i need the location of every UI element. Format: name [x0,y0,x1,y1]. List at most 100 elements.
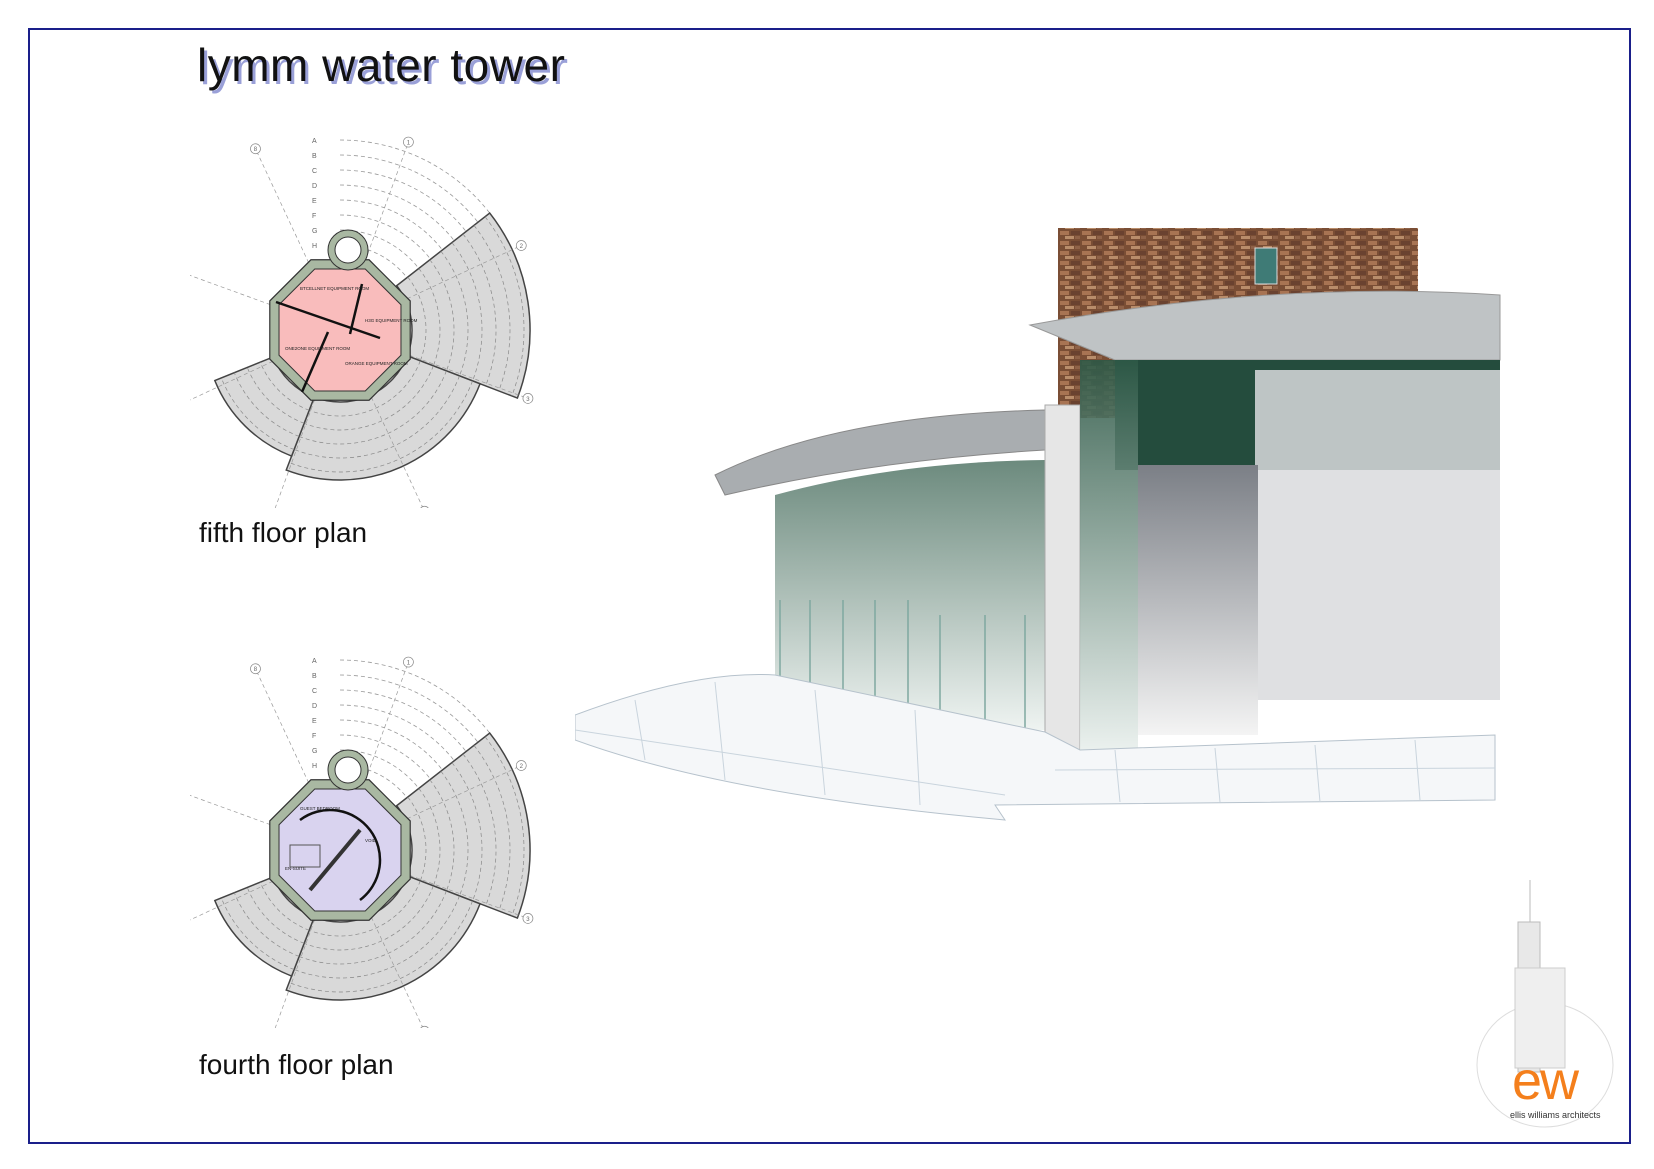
room-label: ORANGE EQUIPMENT ROOM [345,361,408,366]
deck-gridline [304,885,434,951]
grid-radial-label: 8 [254,667,258,673]
deck-gridline [294,375,460,459]
grid-ring-label: D [312,703,317,710]
deck-gridline [418,788,441,886]
deck-gridline [473,745,511,912]
logo-company-name: ellis williams architects [1510,1110,1601,1120]
grid-radial [274,386,320,508]
deck-gridline [220,897,295,970]
stone-core [1138,465,1258,735]
grid-ring-label: B [312,673,317,680]
deck-gridline [259,362,310,411]
deck-gridline [304,365,434,431]
tower-window [1254,247,1278,285]
grid-bubble [515,760,527,771]
partition-wall [275,300,381,340]
deck-gridline [233,372,300,437]
grid-radial [190,275,284,310]
grid-radial-label: 1 [407,661,411,667]
grid-radial [255,668,315,796]
grid-radial [396,870,529,919]
logo-tower-sketch [1476,880,1614,1128]
grid-bubble [250,663,261,675]
deck-gridline [299,370,447,445]
grid-ring-label: A [312,138,317,145]
grid-ring-label: H [312,763,317,770]
deck-gridline [407,276,427,361]
deck-gridline [484,216,525,397]
fifth-floor-plan-caption: fifth floor plan [199,517,368,548]
deck-gridline [309,880,421,937]
grid-radial-label: 3 [526,397,530,403]
curved-wall [299,808,382,901]
grid-radial [396,350,529,399]
column [1044,404,1081,751]
grid-bubble [420,1025,429,1028]
grid-radial [274,906,320,1028]
upper-canopy [1028,290,1501,361]
grid-radial [394,765,522,825]
sheet-title: lymm water tower [197,39,566,91]
grid-ring-label: G [312,748,317,755]
grid-bubble [515,240,527,251]
deck-gridline [309,360,421,417]
fourth-floor-plan-caption: fourth floor plan [199,1049,394,1080]
deck-gridline [440,250,469,376]
grid-ring-label: C [312,688,317,695]
deck-gridline [246,887,305,944]
grid-ring-label: E [312,198,317,205]
grid-bubble [522,913,534,924]
deck-gridline [473,225,511,392]
grid-ring-label: B [312,153,317,160]
grid-ring-label: D [312,183,317,190]
deck-gridline [451,762,483,902]
terrace-deck [285,354,482,481]
deck-gridline [288,380,473,473]
bench [308,828,362,892]
room-label: BTCELLNET EQUIPMENT ROOM [300,286,369,291]
column [1080,360,1138,750]
deck-gridline [462,753,497,907]
room-label: ONE2ONE EQUIPMENT ROOM [285,346,350,351]
shaft [334,756,362,784]
deck-gridline [246,367,305,424]
deck-gridline [220,377,295,450]
grid-radial [365,904,424,1028]
grid-bubble [522,393,534,404]
building-rendering [575,228,1501,821]
grid-radial [394,245,522,305]
grid-bubble [250,143,261,155]
deck-gridline [418,268,441,366]
deck-gridline [484,736,525,917]
deck-gridline [294,895,460,979]
deck-gridline [288,900,473,993]
grid-bubble [403,136,414,148]
deck-gridline [462,233,497,387]
upper-glass-panel [1255,370,1500,700]
grid-ring-label: F [312,733,316,740]
grid-bubble [420,505,429,508]
room-label: GUEST BEDROOM [300,806,340,811]
grid-ring-label: H [312,243,317,250]
deck-gridline [233,892,300,957]
room-label: H3G EQUIPMENT ROOM [365,318,418,323]
grid-ring-label: A [312,658,317,665]
grid-radial-label: 2 [520,244,524,250]
floor-area [278,788,402,912]
fifth-floor-plan: ABCDEFGH12345678BTCELLNET EQUIPMENT ROOM… [190,136,534,508]
logo-mark: ew [1512,1051,1579,1111]
grid-radial [255,148,315,276]
deck-gridline [429,259,455,371]
grid-ring-label: E [312,718,317,725]
paving-grid [575,681,1496,806]
grid-ring-label: C [312,168,317,175]
grid-ring-label: G [312,228,317,235]
floor-area [278,268,402,392]
room-label: EN-SUITE [285,866,306,871]
fourth-floor-plan: ABCDEFGH12345678GUEST BEDROOMVOIDEN-SUIT… [190,656,534,1028]
deck-gridline [259,882,310,931]
grid-ring-label: F [312,213,316,220]
bed [289,844,321,868]
grid-radial [365,384,424,508]
deck-gridline [299,890,447,965]
